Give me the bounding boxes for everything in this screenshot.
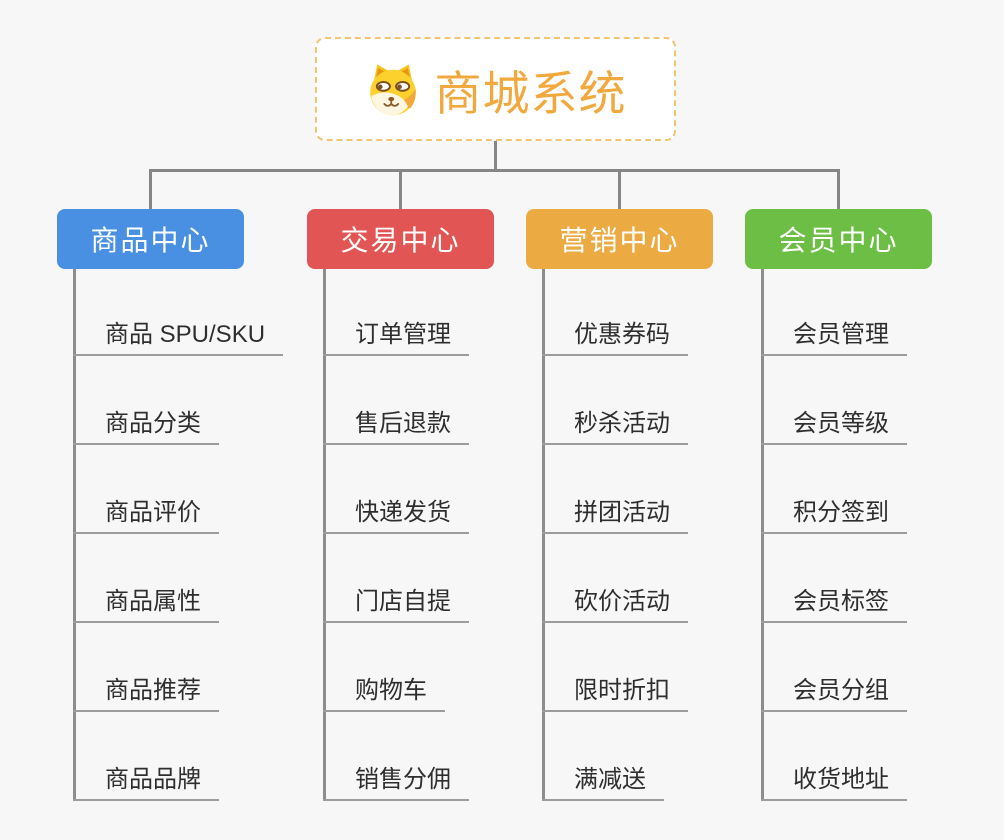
leaf-node[interactable]: 会员管理 bbox=[761, 316, 907, 356]
branch-drop-connector bbox=[837, 172, 840, 209]
branch-node-3[interactable]: 营销中心 bbox=[526, 209, 713, 269]
branch-bus-connector bbox=[149, 169, 840, 172]
branch-node-4[interactable]: 会员中心 bbox=[745, 209, 932, 269]
root-node[interactable]: 商城系统 bbox=[315, 37, 676, 141]
leaf-node[interactable]: 秒杀活动 bbox=[542, 405, 688, 445]
root-title: 商城系统 bbox=[434, 66, 627, 120]
leaf-node[interactable]: 售后退款 bbox=[323, 405, 469, 445]
doge-dog-icon bbox=[369, 64, 416, 116]
leaf-node[interactable]: 购物车 bbox=[323, 672, 445, 712]
branch-node-2[interactable]: 交易中心 bbox=[307, 209, 494, 269]
leaf-node[interactable]: 商品评价 bbox=[73, 494, 219, 534]
branch-drop-connector bbox=[618, 172, 621, 209]
leaf-node[interactable]: 快递发货 bbox=[323, 494, 469, 534]
branch-trunk-connector bbox=[542, 269, 545, 801]
leaf-node[interactable]: 商品 SPU/SKU bbox=[73, 316, 284, 356]
leaf-node[interactable]: 拼团活动 bbox=[542, 494, 688, 534]
leaf-node[interactable]: 商品品牌 bbox=[73, 761, 219, 801]
branch-trunk-connector bbox=[761, 269, 764, 801]
leaf-node[interactable]: 会员标签 bbox=[761, 583, 907, 623]
branch-node-1[interactable]: 商品中心 bbox=[57, 209, 244, 269]
leaf-node[interactable]: 限时折扣 bbox=[542, 672, 688, 712]
leaf-node[interactable]: 门店自提 bbox=[323, 583, 469, 623]
leaf-node[interactable]: 销售分佣 bbox=[323, 761, 469, 801]
leaf-node[interactable]: 商品推荐 bbox=[73, 672, 219, 712]
leaf-node[interactable]: 订单管理 bbox=[323, 316, 469, 356]
branch-drop-connector bbox=[399, 172, 402, 209]
leaf-node[interactable]: 砍价活动 bbox=[542, 583, 688, 623]
leaf-node[interactable]: 收货地址 bbox=[761, 761, 907, 801]
leaf-node[interactable]: 会员分组 bbox=[761, 672, 907, 712]
leaf-node[interactable]: 优惠券码 bbox=[542, 316, 688, 356]
leaf-node[interactable]: 商品分类 bbox=[73, 405, 219, 445]
leaf-node[interactable]: 积分签到 bbox=[761, 494, 907, 534]
branch-trunk-connector bbox=[323, 269, 326, 801]
root-stem-connector bbox=[494, 141, 497, 169]
branch-trunk-connector bbox=[73, 269, 76, 801]
leaf-node[interactable]: 商品属性 bbox=[73, 583, 219, 623]
leaf-node[interactable]: 满减送 bbox=[542, 761, 664, 801]
branch-drop-connector bbox=[149, 172, 152, 209]
leaf-node[interactable]: 会员等级 bbox=[761, 405, 907, 445]
